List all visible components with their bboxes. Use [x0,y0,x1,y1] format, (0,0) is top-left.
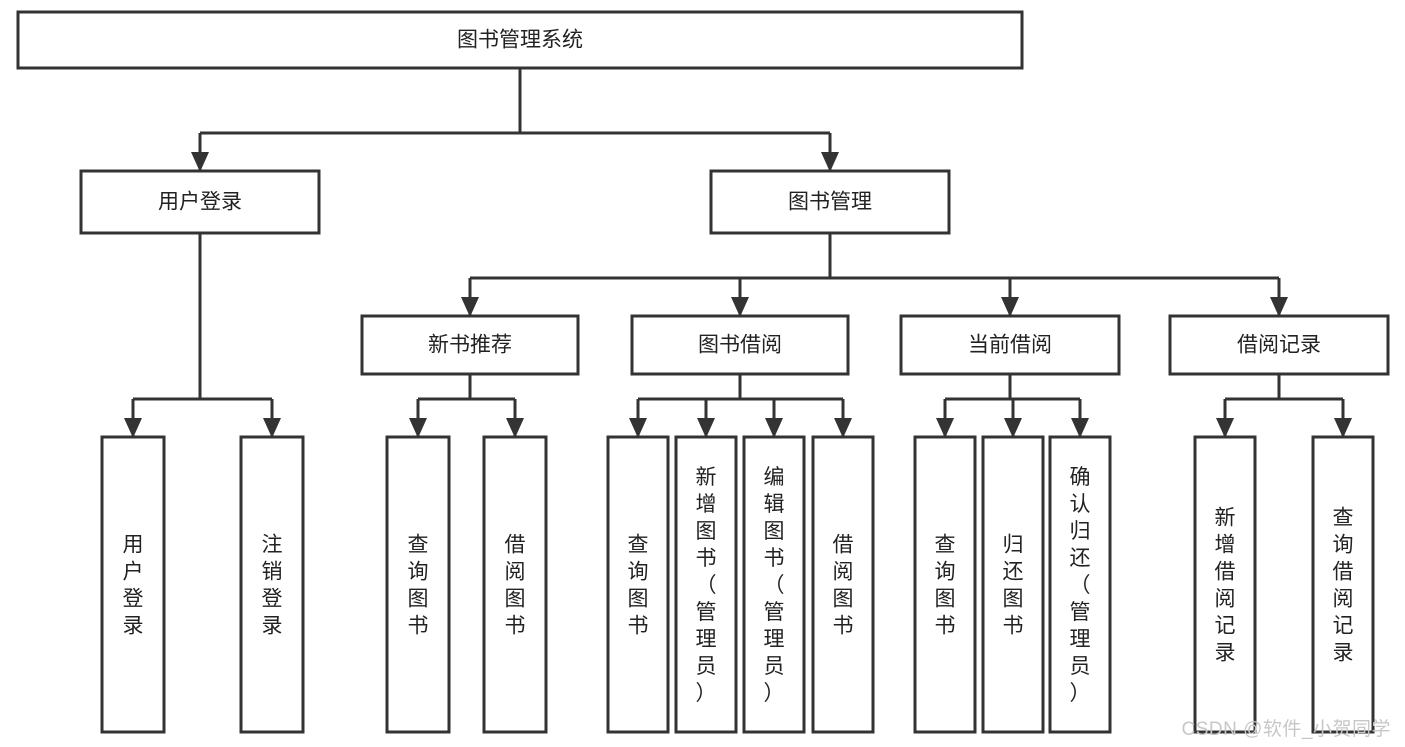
node-box-user-login [79,169,321,235]
node-book-borrow[interactable]: 图书借阅 [630,314,850,376]
arrow-head-icon [461,297,479,317]
node-leaf-query-books-3[interactable]: 查询图书 [913,435,977,734]
arrow-head-icon [731,297,749,317]
connector-group-new-book-recommend [409,374,524,438]
node-label-leaf-logout: 注销登录 [262,534,283,638]
node-box-book-management [709,169,951,235]
connector-group-root [191,68,839,172]
node-box-leaf-user-login [100,435,166,734]
node-label-leaf-edit-book-admin: 编辑图书（管理员） [764,466,785,705]
node-user-login[interactable]: 用户登录 [79,169,321,235]
node-label-leaf-add-book-admin: 新增图书（管理员） [696,466,717,705]
node-label-user-login: 用户登录 [158,191,242,214]
connector-group-current-borrow [936,374,1089,438]
node-box-leaf-query-books-3 [913,435,977,734]
node-box-leaf-add-book-admin [674,435,738,734]
arrow-head-icon [821,152,839,172]
arrow-head-icon [124,418,142,438]
arrow-head-icon [1001,297,1019,317]
arrow-head-icon [191,152,209,172]
node-box-leaf-return-books [981,435,1045,734]
node-box-leaf-edit-book-admin [742,435,806,734]
node-box-book-borrow [630,314,850,376]
node-root[interactable]: 图书管理系统 [16,10,1024,70]
arrow-head-icon [409,418,427,438]
node-leaf-query-books-1[interactable]: 查询图书 [385,435,451,734]
node-label-leaf-query-books-2: 查询图书 [628,534,649,638]
node-leaf-query-borrow-record[interactable]: 查询借阅记录 [1311,435,1375,734]
node-current-borrow[interactable]: 当前借阅 [899,314,1121,376]
node-layer: 图书管理系统用户登录图书管理新书推荐图书借阅当前借阅借阅记录用户登录注销登录查询… [16,10,1390,734]
arrow-head-icon [506,418,524,438]
node-leaf-borrow-books-2[interactable]: 借阅图书 [811,435,875,734]
node-leaf-logout[interactable]: 注销登录 [239,435,305,734]
node-box-leaf-logout [239,435,305,734]
node-label-book-management: 图书管理 [788,191,872,214]
arrow-head-icon [1270,297,1288,317]
node-box-leaf-query-books-2 [606,435,670,734]
arrow-head-icon [936,418,954,438]
node-leaf-confirm-return-admin[interactable]: 确认归还（管理员） [1048,435,1112,734]
node-new-book-recommend[interactable]: 新书推荐 [360,314,580,376]
node-label-leaf-query-borrow-record: 查询借阅记录 [1333,507,1354,665]
node-borrow-record[interactable]: 借阅记录 [1168,314,1390,376]
node-label-leaf-user-login: 用户登录 [123,534,144,638]
node-label-current-borrow: 当前借阅 [968,334,1052,357]
connector-group-borrow-record [1216,374,1352,438]
node-label-leaf-borrow-books-2: 借阅图书 [833,534,854,638]
node-leaf-borrow-books-1[interactable]: 借阅图书 [482,435,548,734]
arrow-head-icon [629,418,647,438]
connector-group-book-management [461,233,1288,317]
node-label-root: 图书管理系统 [457,29,583,52]
node-box-leaf-add-borrow-record [1193,435,1257,734]
arrow-head-icon [1004,418,1022,438]
node-box-leaf-borrow-books-1 [482,435,548,734]
connector-layer [124,68,1352,438]
node-box-root [16,10,1024,70]
node-label-leaf-query-books-1: 查询图书 [408,534,429,638]
node-leaf-return-books[interactable]: 归还图书 [981,435,1045,734]
node-box-borrow-record [1168,314,1390,376]
arrow-head-icon [1071,418,1089,438]
node-box-leaf-borrow-books-2 [811,435,875,734]
node-leaf-add-borrow-record[interactable]: 新增借阅记录 [1193,435,1257,734]
node-label-new-book-recommend: 新书推荐 [428,334,512,357]
node-leaf-add-book-admin[interactable]: 新增图书（管理员） [674,435,738,734]
node-label-book-borrow: 图书借阅 [698,334,782,357]
arrow-head-icon [1334,418,1352,438]
connector-group-user-login [124,233,281,438]
node-leaf-edit-book-admin[interactable]: 编辑图书（管理员） [742,435,806,734]
node-leaf-user-login[interactable]: 用户登录 [100,435,166,734]
node-box-current-borrow [899,314,1121,376]
node-leaf-query-books-2[interactable]: 查询图书 [606,435,670,734]
node-label-leaf-add-borrow-record: 新增借阅记录 [1215,507,1236,665]
arrow-head-icon [765,418,783,438]
arrow-head-icon [697,418,715,438]
node-label-leaf-query-books-3: 查询图书 [935,534,956,638]
arrow-head-icon [834,418,852,438]
node-book-management[interactable]: 图书管理 [709,169,951,235]
node-box-new-book-recommend [360,314,580,376]
node-label-leaf-confirm-return-admin: 确认归还（管理员） [1070,466,1091,705]
node-label-leaf-borrow-books-1: 借阅图书 [505,534,526,638]
node-box-leaf-query-borrow-record [1311,435,1375,734]
connector-group-book-borrow [629,374,852,438]
node-box-leaf-query-books-1 [385,435,451,734]
arrow-head-icon [1216,418,1234,438]
node-label-borrow-record: 借阅记录 [1237,334,1321,357]
arrow-head-icon [263,418,281,438]
node-box-leaf-confirm-return-admin [1048,435,1112,734]
node-label-leaf-return-books: 归还图书 [1003,534,1024,638]
